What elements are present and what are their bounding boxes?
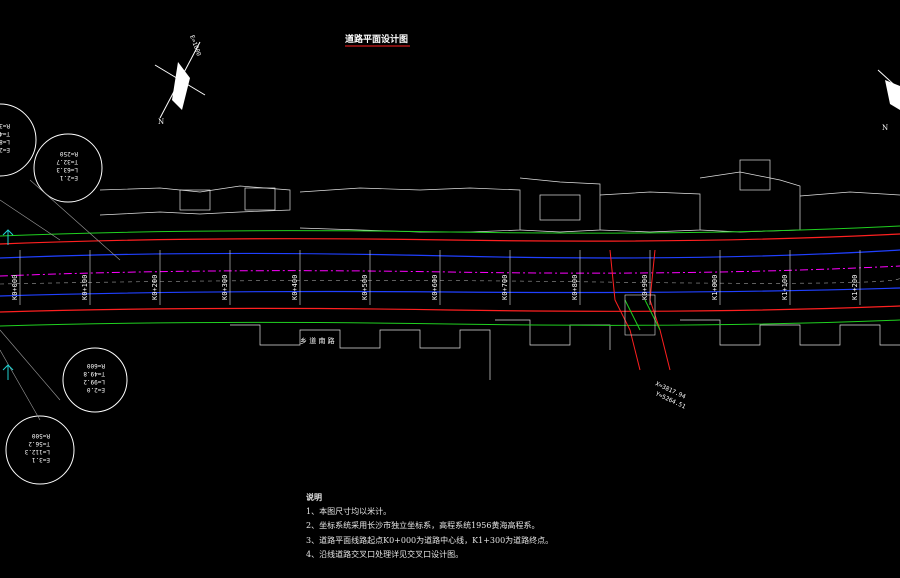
curve-parameter: L=63.3 [56, 166, 78, 173]
curve-circle [5, 415, 75, 485]
road-edge-red-top [0, 233, 900, 245]
curve-parameter: E=2.1 [60, 174, 78, 181]
curve-circle [0, 103, 37, 177]
road-name-label: 乡 道 南 路 [300, 336, 335, 345]
north-arrow-icon: N E=1000 [154, 34, 206, 126]
curve-parameter: T=56.2 [28, 440, 50, 447]
curve-parameter: L=112.3 [24, 448, 50, 455]
chainage-label: K0+300 [221, 275, 229, 300]
notes-heading: 说明 [306, 492, 322, 502]
curve-parameter: L=89.7 [0, 138, 10, 145]
curve-parameter: R=350 [0, 122, 10, 129]
curve-parameter: T=49.8 [83, 370, 105, 377]
drawing-title: 道路平面设计图 [345, 33, 408, 45]
curve-parameter: E=3.1 [32, 456, 50, 463]
curve-parameter: T=45.2 [0, 130, 10, 137]
note-item-3: 3、道路平面线路起点K0+000为道路中心线，K1+300为道路终点。 [306, 535, 554, 545]
curve-parameter: R=600 [87, 362, 105, 369]
curve-circle [33, 133, 103, 203]
chainage-ticks: K0+000 K0+100 K0+200 K0+300 K0+400 K0+500 K0+6… [11, 250, 861, 305]
left-linework [0, 179, 121, 421]
road-edge-green-top [0, 225, 900, 237]
chainage-label: K0+900 [641, 275, 649, 300]
design-notes: 说明 1、本图尺寸均以米计。 2、坐标系统采用长沙市独立坐标系，高程系统1956… [306, 490, 553, 563]
road-centerline [0, 265, 900, 277]
chainage-label: K0+100 [81, 275, 89, 300]
road-edge-green-bottom [0, 319, 900, 327]
road-edge-blue-bottom [0, 287, 900, 297]
road-edge-blue-top [0, 249, 900, 259]
chainage-label: K1+100 [781, 275, 789, 300]
buildings-north [99, 159, 900, 233]
north-marker-text: N [158, 118, 164, 126]
chainage-label: K0+200 [151, 275, 159, 300]
curve-parameter: R=250 [60, 150, 78, 157]
chainage-label: K0+500 [361, 275, 369, 300]
curve-parameter: E=2.0 [87, 386, 105, 393]
chainage-label: K0+700 [501, 275, 509, 300]
chainage-label: K0+000 [11, 275, 19, 300]
chainage-label: K1+200 [851, 275, 859, 300]
cyan-arrows [2, 229, 14, 380]
north-marker-right-text: N [882, 124, 888, 132]
curve-parameter: L=99.2 [83, 378, 105, 385]
road-alignment [0, 225, 900, 327]
chainage-label: K0+600 [431, 275, 439, 300]
curve-circle [62, 347, 128, 413]
intersection [609, 249, 671, 371]
chainage-label: K0+800 [571, 275, 579, 300]
curve-parameter: T=32.7 [56, 158, 78, 165]
curve-element-circles: R=350T=45.2L=89.7E=2.9R=250T=32.7L=63.3E… [0, 103, 128, 485]
chainage-label: K0+400 [291, 275, 299, 300]
chainage-label: K1+000 [711, 275, 719, 300]
buildings-south [230, 319, 900, 380]
note-item-4: 4、沿线道路交叉口处理详见交叉口设计图。 [306, 550, 464, 559]
curve-parameter: E=2.9 [0, 146, 10, 153]
note-item-1: 1、本图尺寸均以米计。 [306, 506, 392, 516]
north-arrow-right-icon: N [877, 69, 900, 132]
road-edge-red-bottom [0, 305, 900, 313]
curve-parameter: R=500 [32, 432, 50, 439]
north-angle-text: E=1000 [188, 34, 202, 57]
note-item-2: 2、坐标系统采用长沙市独立坐标系，高程系统1956黄海高程系。 [306, 521, 540, 530]
